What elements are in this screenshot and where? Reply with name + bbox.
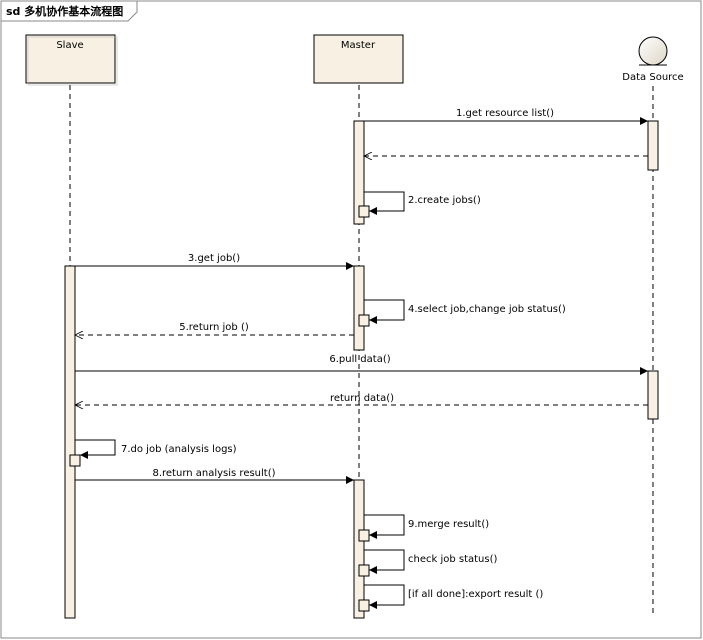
activation-datasource-1 xyxy=(647,120,659,171)
lifeline-slave-shadow xyxy=(27,36,118,86)
lifeline-master-head[interactable] xyxy=(313,34,404,84)
message-label-m6-return: return data() xyxy=(330,393,394,404)
activation-datasource-2 xyxy=(647,370,659,420)
message-arrow-m2[interactable] xyxy=(364,191,405,215)
message-label-m9: 9.merge result() xyxy=(408,519,489,530)
self-activation-m10 xyxy=(358,564,370,577)
message-label-m2: 2.create jobs() xyxy=(408,195,481,206)
self-activation-m9 xyxy=(358,529,370,542)
lifeline-datasource[interactable]: Data Source xyxy=(622,36,684,614)
message-arrow-m7[interactable] xyxy=(75,439,116,459)
lifeline-master-name: Master xyxy=(341,40,376,51)
datasource-entity-icon[interactable] xyxy=(638,36,668,66)
message-label-m3: 3.get job() xyxy=(188,253,240,264)
message-label-m5: 5.return job () xyxy=(179,322,249,333)
message-arrow-m10[interactable] xyxy=(364,549,405,574)
self-activation-m7 xyxy=(69,454,81,467)
activation-master-1 xyxy=(353,120,365,225)
self-activation-m2 xyxy=(358,205,370,218)
message-arrow-m9[interactable] xyxy=(364,514,405,539)
messages: 1.get resource list() 2.create jobs() 3.… xyxy=(75,108,648,609)
message-label-m11: [if all done]:export result () xyxy=(408,589,543,600)
activation-slave xyxy=(64,265,76,619)
frame-title: sd 多机协作基本流程图 xyxy=(6,4,123,18)
message-label-m8: 8.return analysis result() xyxy=(152,468,275,479)
message-label-m6: 6.pull data() xyxy=(329,354,390,365)
lifeline-slave[interactable]: Slave xyxy=(25,34,118,266)
message-label-m1: 1.get resource list() xyxy=(456,108,554,119)
activation-master-2 xyxy=(353,265,365,351)
lifeline-slave-name: Slave xyxy=(56,40,83,51)
activation-master-3 xyxy=(353,479,365,619)
activations xyxy=(64,120,659,619)
self-activation-m4 xyxy=(358,314,370,327)
message-arrow-m4[interactable] xyxy=(364,299,405,324)
lifeline-slave-head[interactable] xyxy=(25,34,116,84)
message-label-m10: check job status() xyxy=(408,554,498,565)
self-activation-m11 xyxy=(358,599,370,612)
frame-tab xyxy=(0,0,138,22)
message-label-m4: 4.select job,change job status() xyxy=(408,304,566,315)
message-label-m7: 7.do job (analysis logs) xyxy=(121,444,237,455)
lifeline-datasource-name: Data Source xyxy=(622,72,683,83)
message-arrow-m11[interactable] xyxy=(364,584,405,609)
